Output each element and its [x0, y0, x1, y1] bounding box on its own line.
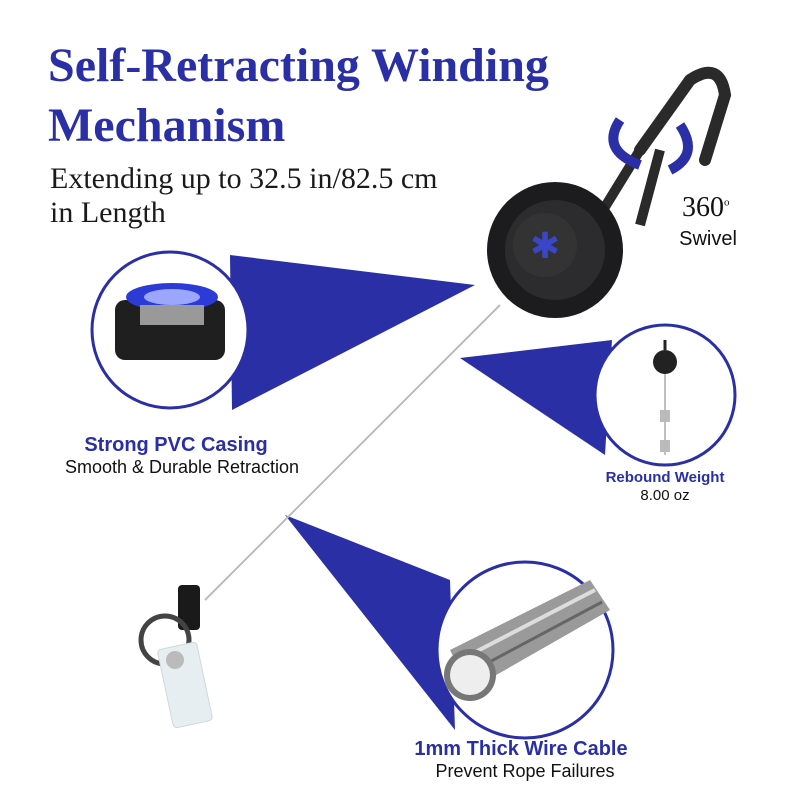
cable-detail-image — [435, 560, 615, 740]
casing-text: Smooth & Durable Retraction — [64, 457, 300, 477]
degree-mark: o — [724, 196, 730, 209]
callout-pointer-casing — [230, 255, 475, 410]
weight-title: Rebound Weight — [605, 469, 725, 486]
swivel-degrees-value: 360 — [682, 192, 724, 223]
subtitle-line-1: Extending up to 32.5 in/82.5 cm — [50, 162, 438, 195]
subtitle-line-2: in Length — [50, 196, 166, 229]
swivel-label: Swivel — [679, 228, 737, 250]
cable-text: Prevent Rope Failures — [435, 761, 615, 781]
reel-body: ✱ — [487, 182, 623, 318]
casing-detail-image — [90, 250, 250, 410]
weight-text: 8.00 oz — [640, 487, 690, 504]
weight-detail-image — [593, 323, 737, 467]
callout-pointer-weight — [460, 340, 612, 455]
callout-pointer-cable — [285, 515, 455, 730]
wire-cable — [204, 304, 501, 601]
badge-clip-icon — [138, 585, 213, 729]
title-line-1: Self-Retracting Winding — [48, 39, 549, 92]
title-line-2: Mechanism — [48, 99, 286, 152]
svg-text:✱: ✱ — [530, 226, 560, 267]
cable-title: 1mm Thick Wire Cable — [414, 738, 628, 760]
swivel-degrees: 360o — [682, 192, 730, 224]
carabiner-icon — [595, 66, 732, 227]
casing-title: Strong PVC Casing — [84, 434, 268, 456]
